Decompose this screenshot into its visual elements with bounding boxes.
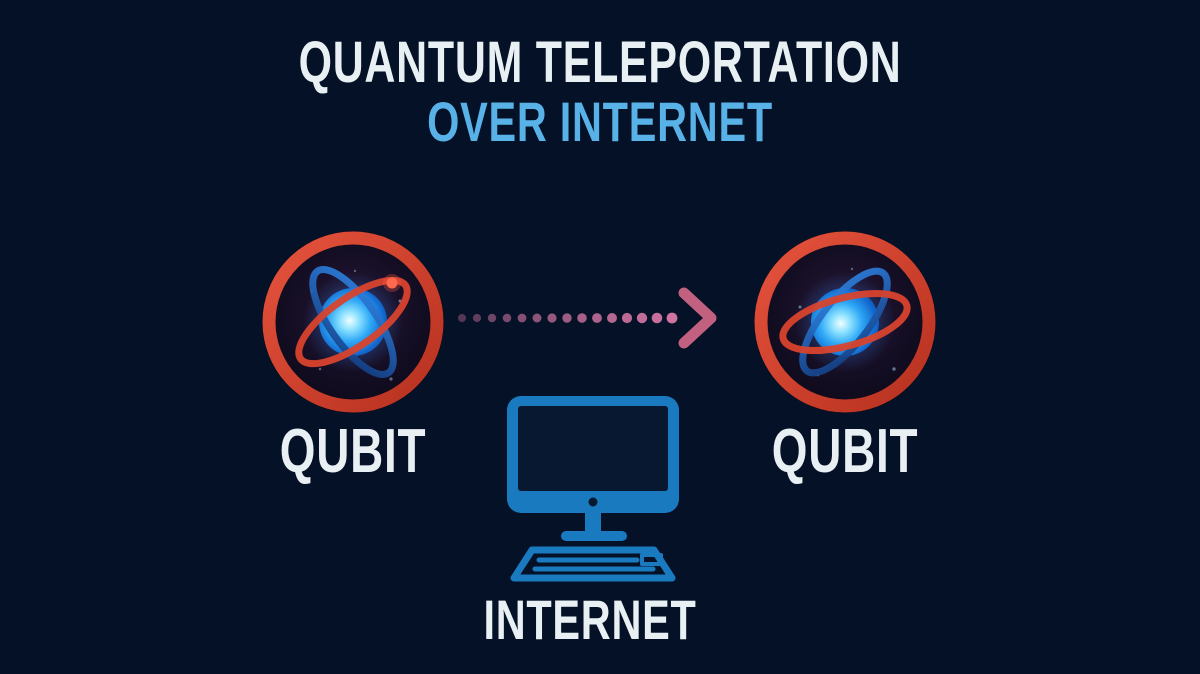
electron (386, 277, 398, 289)
blue-orbit (799, 267, 891, 377)
computer-icon (507, 396, 679, 582)
outer-red-ring (262, 231, 444, 413)
qubit-atom-icon-left (262, 231, 444, 413)
qubit-label-left: QUBIT (279, 417, 427, 486)
monitor-stand-base (561, 531, 627, 541)
outer-red-ring (754, 231, 936, 413)
monitor-stand-neck (585, 512, 601, 535)
qubit-atom-icon-right (754, 231, 936, 413)
camera-dot (588, 497, 598, 507)
page-subtitle: OVER INTERNET (427, 90, 773, 153)
monitor-screen (518, 406, 668, 491)
page-title: QUANTUM TELEPORTATION (298, 30, 902, 95)
red-orbit (779, 290, 911, 354)
blue-orbit (309, 266, 397, 378)
dotted-arrow-right-icon (458, 287, 717, 349)
keyboard (510, 546, 676, 582)
red-orbit (295, 276, 411, 368)
qubit-label-right: QUBIT (771, 417, 919, 486)
internet-label: INTERNET (483, 588, 697, 651)
arrow-head (678, 287, 717, 349)
arrow-dots (458, 312, 678, 324)
